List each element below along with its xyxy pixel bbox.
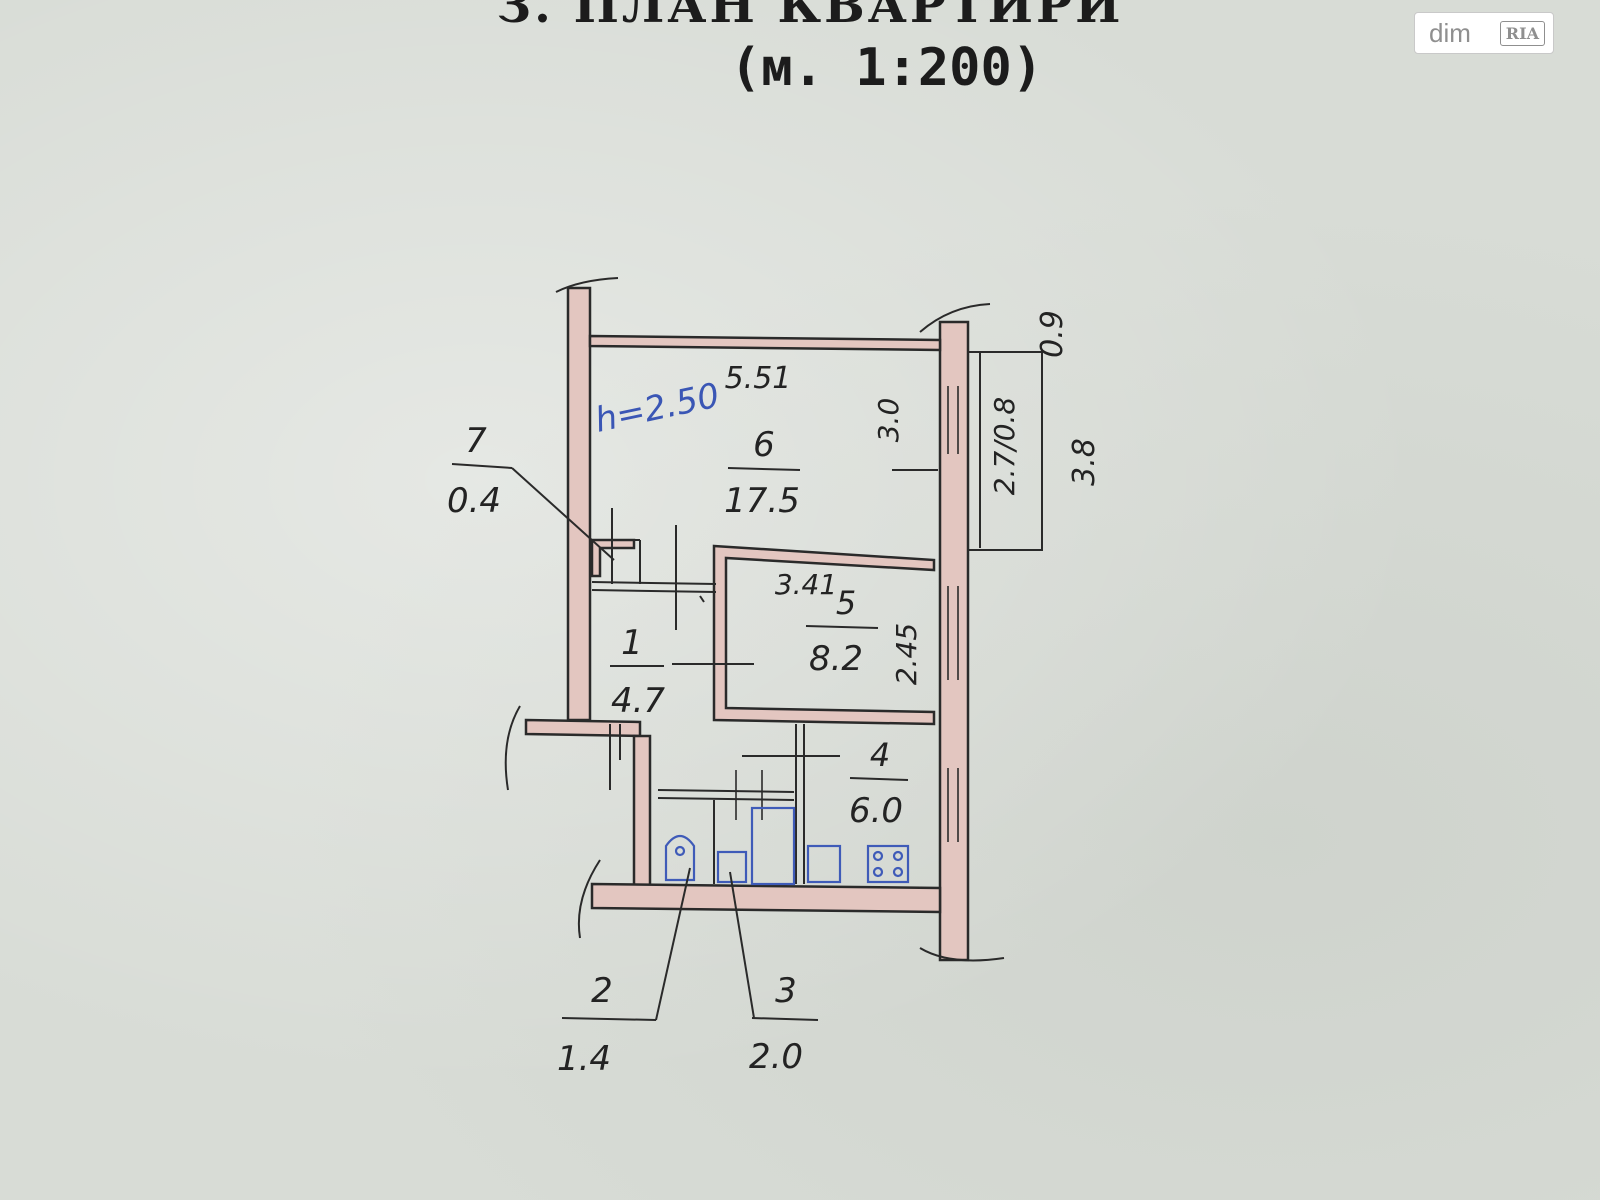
- room-4-number: 4: [870, 736, 890, 774]
- room-4-label: 4 6.0: [849, 736, 909, 831]
- dimensions: 5.51 3.0 3.41 2.45 0.9 2.7/0.8 3.8: [725, 310, 1102, 685]
- watermark-badge: RIA: [1499, 20, 1545, 46]
- wall-top: [588, 334, 942, 352]
- washbasin-icon: [716, 850, 748, 884]
- plan-scale: (м. 1:200): [730, 38, 1044, 98]
- toilet-icon: [664, 834, 696, 882]
- room-4-area: 6.0: [849, 791, 903, 831]
- windows: [947, 386, 959, 842]
- room-7-area: 0.4: [447, 481, 501, 521]
- room-3-fraction: [751, 1017, 819, 1021]
- stove-icon: [866, 844, 910, 884]
- room-7-leader: [511, 467, 615, 561]
- room-7-fraction: [451, 463, 513, 469]
- dim-balcony-side: 2.7/0.8: [988, 397, 1021, 496]
- balcony-outline: [968, 351, 1043, 551]
- break-marks: [504, 277, 1005, 962]
- wall-entrance-upper: [524, 718, 642, 738]
- stove-burner-4-icon: [892, 866, 904, 878]
- plan-title: З. ПЛАН КВАРТИРИ: [496, 0, 1124, 34]
- room-6-label: 6 17.5: [724, 425, 801, 521]
- room-2-fraction: [561, 1017, 657, 1021]
- room-7-number: 7: [465, 421, 487, 461]
- room-5-fraction: [805, 625, 879, 629]
- partition-hall-top-2: [591, 589, 717, 593]
- bathtub-icon: [750, 806, 796, 886]
- stove-burner-1-icon: [872, 850, 884, 862]
- wall-right: [938, 320, 970, 962]
- wall-left: [566, 286, 592, 722]
- toilet-seat-icon: [674, 845, 686, 857]
- room-1-area: 4.7: [611, 681, 665, 721]
- fixtures: [664, 806, 910, 886]
- dim-room6-width: 5.51: [725, 361, 792, 396]
- dim-room6-depth: 3.0: [872, 398, 905, 443]
- stove-burner-2-icon: [892, 850, 904, 862]
- break-top-right: [919, 303, 991, 333]
- break-top-left: [555, 277, 619, 293]
- walls: [524, 286, 970, 962]
- room-3-label: 3 2.0: [729, 871, 819, 1077]
- wall-room5: [712, 544, 936, 726]
- room-2-area: 1.4: [557, 1039, 611, 1079]
- room-3-area: 2.0: [749, 1037, 803, 1077]
- dim-room5-depth: 2.45: [890, 623, 923, 685]
- wall-bottom: [590, 882, 942, 914]
- room-6-area: 17.5: [724, 481, 800, 521]
- hall-dim-tick: [699, 595, 705, 603]
- room-6-fraction: [727, 467, 801, 471]
- room-6-number: 6: [753, 425, 775, 465]
- break-bottom-left: [577, 859, 601, 939]
- wall-corridor-left: [632, 734, 652, 892]
- partition-bath-top: [657, 789, 795, 793]
- break-bottom-right: [919, 947, 1005, 962]
- room-2-leader: [655, 867, 691, 1021]
- dim-balcony-width: 0.9: [1035, 310, 1070, 358]
- room-1-number: 1: [621, 623, 643, 663]
- watermark-brand: dim: [1429, 17, 1471, 48]
- dim-room5-width: 3.41: [775, 568, 837, 601]
- ceiling-height: h=2.50: [592, 376, 723, 441]
- partition-bath-top-2: [657, 797, 795, 801]
- dim-balcony-length: 3.8: [1067, 438, 1102, 486]
- room-5-label: 5 8.2: [805, 584, 879, 679]
- room-3-leader: [729, 871, 755, 1019]
- room-4-fraction: [849, 777, 909, 781]
- room-2-label: 2 1.4: [557, 867, 691, 1079]
- room-3-number: 3: [775, 971, 797, 1011]
- room-5-number: 5: [836, 584, 856, 622]
- room-5-area: 8.2: [809, 639, 863, 679]
- stove-burner-3-icon: [872, 866, 884, 878]
- partitions: [591, 508, 840, 884]
- room-7-label: 7 0.4: [447, 421, 615, 561]
- partition-hall-top: [591, 581, 717, 585]
- break-left-entrance: [504, 705, 521, 791]
- dimria-watermark: dim RIA: [1414, 12, 1554, 54]
- kitchen-sink-icon: [806, 844, 842, 884]
- balcony: [968, 351, 1043, 551]
- room-2-number: 2: [591, 971, 613, 1011]
- room-1-label: 1 4.7: [610, 623, 665, 721]
